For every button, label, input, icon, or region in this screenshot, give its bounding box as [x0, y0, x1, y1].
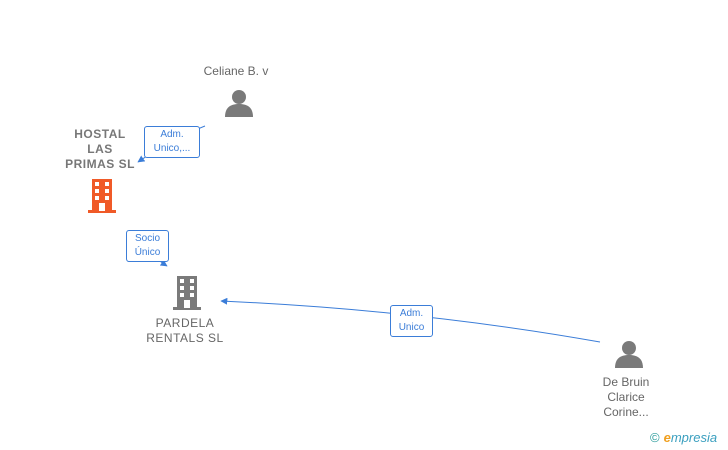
- edge-label-line: Único: [134, 247, 161, 258]
- edge-label-adm-unico-celiane[interactable]: Adm. Unico,...: [144, 126, 200, 158]
- building-icon[interactable]: [86, 179, 118, 213]
- edge-label-line: Adm.: [160, 129, 184, 140]
- brand-e: e: [663, 430, 671, 445]
- person-name-line: Corine...: [603, 405, 649, 419]
- person-name-line: Clarice: [607, 390, 645, 404]
- edge-label-line: Unico,...: [153, 143, 191, 154]
- person-icon[interactable]: [614, 340, 644, 368]
- edge-label-socio-unico[interactable]: Socio Único: [126, 230, 169, 262]
- person-name-debruin[interactable]: De Bruin Clarice Corine...: [586, 375, 666, 420]
- company-name-line: RENTALS SL: [146, 331, 224, 345]
- company-name-pardela[interactable]: PARDELA RENTALS SL: [135, 316, 235, 346]
- building-icon[interactable]: [171, 276, 203, 310]
- company-name-line: PARDELA: [155, 316, 215, 330]
- person-icon[interactable]: [224, 89, 254, 117]
- company-name-hostal[interactable]: HOSTAL LAS PRIMAS SL: [55, 127, 145, 172]
- company-name-line: PRIMAS SL: [65, 157, 135, 171]
- person-name-celiane[interactable]: Celiane B. v: [203, 64, 269, 78]
- person-name-line: De Bruin: [602, 375, 650, 389]
- brand-text: mpresia: [670, 430, 718, 445]
- copyright-symbol: ©: [650, 430, 660, 445]
- edge-label-adm-unico-debruin[interactable]: Adm. Unico: [390, 305, 433, 337]
- edge-label-line: Adm.: [399, 308, 424, 319]
- company-name-line: LAS: [87, 142, 113, 156]
- empresia-logo: ©empresia: [650, 430, 717, 445]
- company-name-line: HOSTAL: [74, 127, 126, 141]
- edge-label-line: Socio: [134, 233, 160, 244]
- edge-label-line: Unico: [398, 322, 425, 333]
